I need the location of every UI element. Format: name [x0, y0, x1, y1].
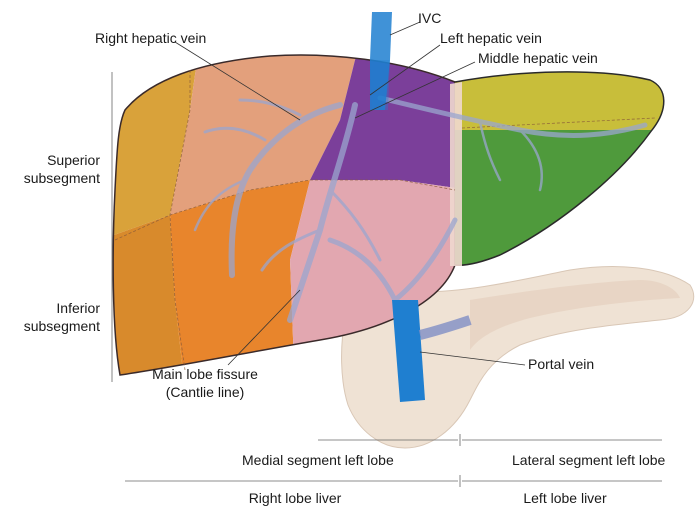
label-main-lobe-fissure-line1: Main lobe fissure: [152, 366, 258, 382]
right-hepatic-branch-2: [203, 126, 267, 142]
segment-boundary-horizontal: [114, 179, 456, 241]
right-hepatic-branch-1: [238, 98, 302, 117]
duodenum-shadow: [470, 280, 680, 350]
label-main-lobe-fissure-line2: (Cantlie line): [165, 384, 245, 400]
label-medial-segment-left-lobe: Medial segment left lobe: [242, 452, 394, 468]
right-hepatic-branch-3: [193, 178, 247, 232]
ivc-vessel: [370, 12, 392, 110]
left-lobe-outline: [454, 71, 665, 266]
segment-left-medial-superior: [310, 55, 455, 190]
segment-right-inferior-lateral: [113, 215, 185, 376]
portal-vein-branch-stub: [418, 315, 472, 340]
label-portal-vein: Portal vein: [528, 356, 595, 372]
leader-right-hepatic-vein: [174, 41, 301, 121]
portal-vein-vessel: [392, 300, 425, 402]
label-superior-subsegment-line1: Superior: [47, 152, 100, 168]
leader-portal-vein: [419, 351, 526, 366]
segment-right-inferior-medial: [170, 180, 310, 376]
leader-left-hepatic-vein: [369, 44, 441, 96]
segment-left-lateral-superior: [455, 71, 664, 130]
leader-main-lobe-fissure: [227, 289, 301, 366]
label-inferior-subsegment-line1: Inferior: [56, 300, 100, 316]
portal-vein-branches: [327, 217, 458, 303]
label-lateral-segment-left-lobe: Lateral segment left lobe: [512, 452, 666, 468]
leader-ivc: [389, 21, 421, 36]
segment-left-lateral-inferior: [455, 130, 664, 266]
right-hepatic-vein: [228, 102, 343, 278]
segment-boundary-right-vertical: [169, 70, 191, 371]
label-superior-subsegment-line2: subsegment: [23, 170, 100, 186]
middle-hepatic-branch-1: [328, 188, 382, 262]
liver-outline: [112, 54, 456, 376]
label-ivc: IVC: [418, 10, 442, 26]
label-left-hepatic-vein: Left hepatic vein: [440, 30, 542, 46]
leader-middle-hepatic-vein: [354, 61, 476, 119]
middle-hepatic-branch-2: [260, 228, 322, 272]
left-hepatic-branch-2: [478, 120, 502, 182]
label-right-hepatic-vein: Right hepatic vein: [95, 30, 207, 46]
label-left-lobe-liver: Left lobe liver: [523, 490, 607, 506]
ivc-vessel-lower: [370, 60, 390, 110]
label-middle-hepatic-vein: Middle hepatic vein: [478, 50, 598, 66]
label-right-lobe-liver: Right lobe liver: [248, 490, 342, 506]
left-hepatic-branch-1: [518, 128, 544, 192]
segment-right-superior-medial: [170, 55, 360, 215]
label-inferior-subsegment-line2: subsegment: [23, 318, 100, 334]
falciform-ligament: [450, 82, 462, 266]
pancreas: [341, 266, 695, 449]
